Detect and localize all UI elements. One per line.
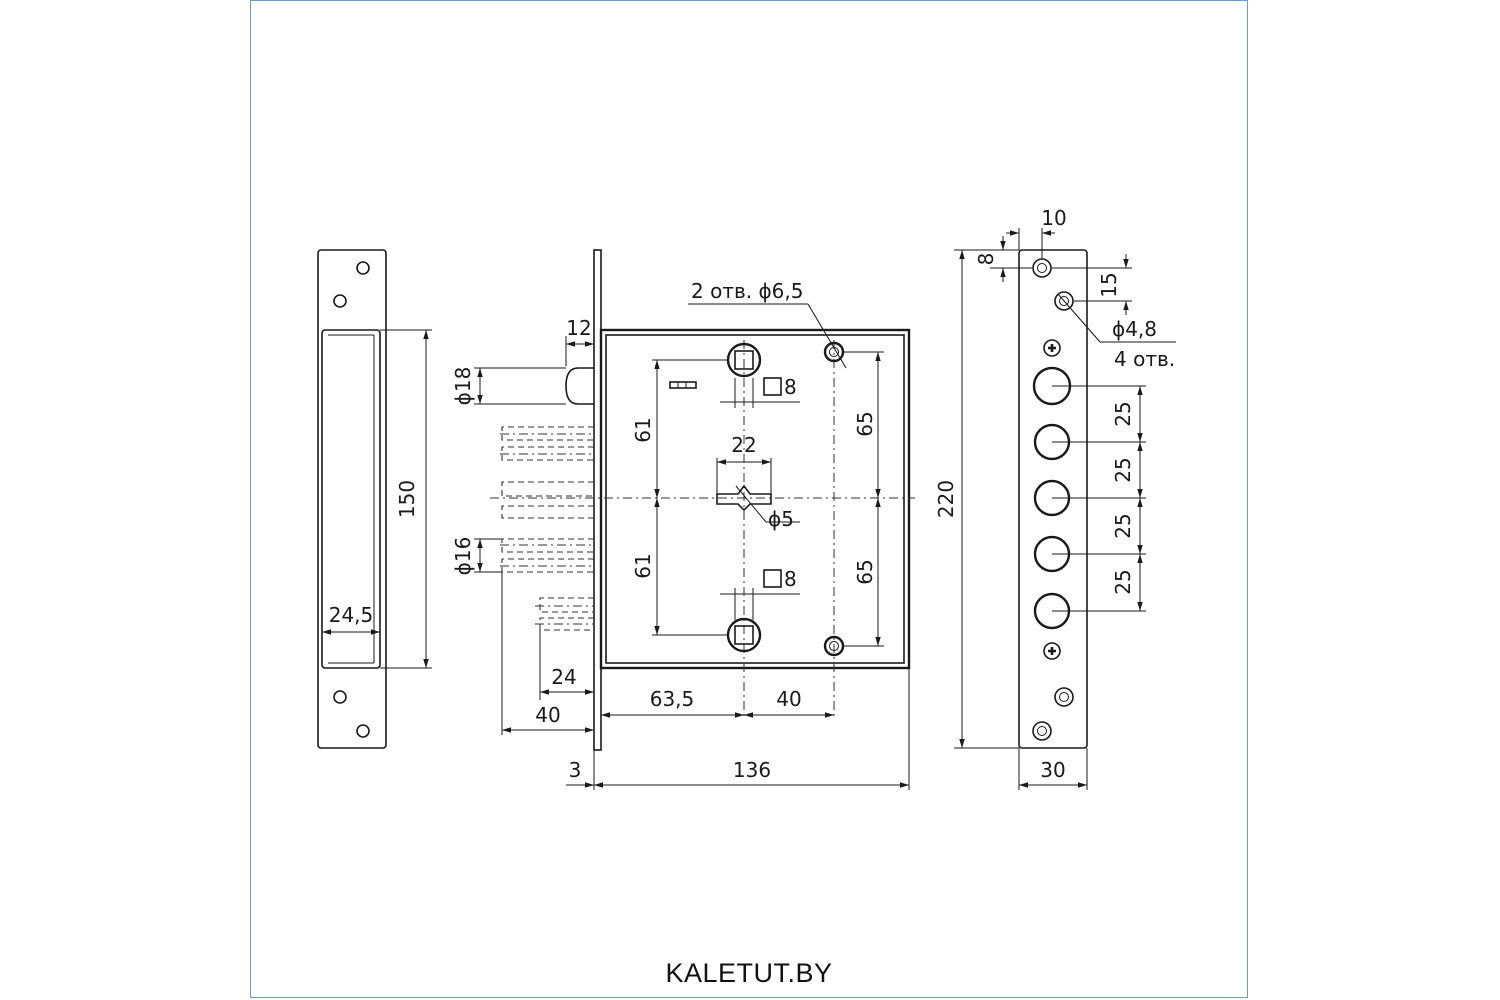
- screw-hole-icon: [333, 294, 347, 308]
- dim-backset: 63,5: [650, 687, 695, 711]
- screw-hole-icon: [1054, 291, 1074, 311]
- phillips-screw-icon: [1043, 339, 1061, 357]
- dim-faceplate-thickness: 3: [569, 758, 582, 782]
- square-symbol-icon: [763, 569, 782, 588]
- dim-faceplate-width: 30: [1040, 758, 1065, 782]
- dim-square-bottom: 8: [784, 567, 797, 591]
- watermark: KALETUT.BY: [665, 958, 833, 988]
- dim-mount-holes-note: 2 отв. ϕ6,5: [691, 279, 803, 303]
- dim-faceplate-hole-8: 8: [974, 253, 998, 266]
- dim-hole-5: ϕ5: [768, 507, 794, 531]
- dim-bolt-spacing: 25: [1111, 457, 1135, 482]
- dim-bolt-bottom: ϕ16: [451, 537, 475, 576]
- dim-bolt-spacing: 25: [1111, 569, 1135, 594]
- screw-hole-icon: [333, 690, 347, 704]
- latch-icon: [565, 367, 594, 405]
- dim-faceplate-hole-count: 4 отв.: [1114, 347, 1175, 371]
- lock-case: [599, 328, 911, 670]
- lock-case-inner: [605, 334, 905, 664]
- drawing-frame: [250, 0, 1248, 998]
- square-symbol-icon: [763, 377, 782, 396]
- dim-strike-height: 150: [395, 480, 419, 518]
- dim-bolt-top: ϕ18: [451, 367, 475, 406]
- screw-hole-icon: [1054, 687, 1074, 707]
- dim-bolt-throw-24: 24: [551, 665, 576, 689]
- strike-plate-view: 24,5 150: [317, 249, 432, 749]
- screw-hole-icon: [356, 724, 370, 738]
- bolts-dashed: [501, 426, 594, 631]
- phillips-screw-icon: [1043, 642, 1061, 660]
- indicator-slot: [669, 381, 697, 389]
- screw-hole-icon: [1032, 721, 1052, 741]
- dim-holes-spacing: 40: [776, 687, 801, 711]
- dim-square-top: 8: [784, 375, 797, 399]
- dim-bolt-spacing: 25: [1111, 513, 1135, 538]
- dim-faceplate-hole-15: 15: [1097, 272, 1121, 297]
- dim-faceplate-hole-dia: ϕ4,8: [1112, 317, 1157, 341]
- dim-mount-top: 65: [853, 411, 877, 436]
- dim-latch-offset: 12: [566, 316, 591, 340]
- dim-mount-bottom: 65: [853, 559, 877, 584]
- strike-plate-recess: [321, 329, 381, 669]
- dim-slot-width: 22: [731, 433, 756, 457]
- faceplate-view: 25 25 25 25 220 10 8 15 ϕ4,8 4 отв.: [934, 206, 1176, 790]
- dim-strike-width: 24,5: [329, 603, 374, 627]
- dim-spindle-top: 61: [631, 417, 655, 442]
- faceplate-outline: [1018, 249, 1088, 749]
- dim-body-width: 136: [733, 758, 771, 782]
- dim-faceplate-top-offset: 10: [1041, 206, 1066, 230]
- strike-plate-outline: [317, 249, 387, 749]
- screw-hole-icon: [356, 261, 370, 275]
- dim-bolt-throw-40: 40: [535, 703, 560, 727]
- dim-bolt-spacing: 25: [1111, 401, 1135, 426]
- dim-spindle-bottom: 61: [631, 553, 655, 578]
- cam-slot: [716, 484, 772, 512]
- screw-hole-icon: [1032, 258, 1052, 278]
- lock-body-view: 8 8 22 ϕ5 61 61 65 65 2 отв.: [451, 249, 915, 790]
- dim-faceplate-height: 220: [934, 480, 958, 518]
